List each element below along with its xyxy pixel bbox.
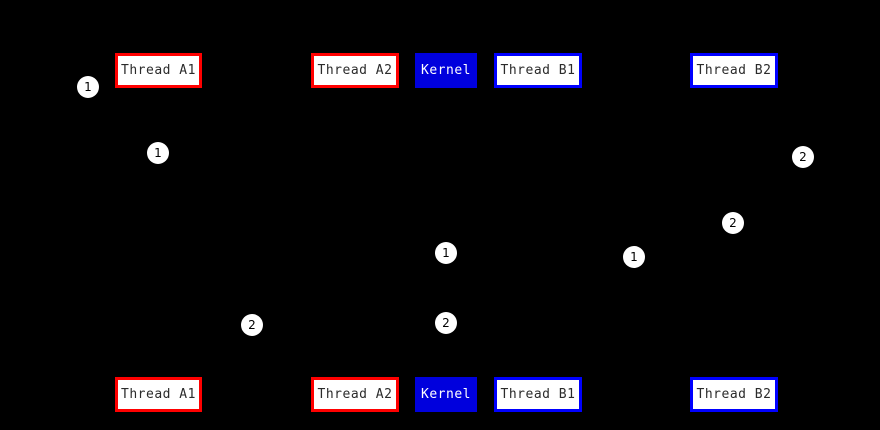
step-marker-number: 1 — [442, 246, 450, 260]
step-marker-number: 1 — [154, 146, 162, 160]
lifeline-thread-a1 — [158, 88, 159, 377]
participant-thread-a1-top[interactable]: Thread A1 — [115, 53, 202, 88]
participant-label: Kernel — [421, 387, 471, 402]
participant-label: Thread A2 — [317, 63, 393, 78]
participant-label: Thread B1 — [500, 387, 576, 402]
participant-kernel-top[interactable]: Kernel — [415, 53, 477, 88]
participant-thread-b1-top[interactable]: Thread B1 — [494, 53, 582, 88]
step-marker-number: 2 — [248, 318, 256, 332]
participant-label: Thread B2 — [696, 387, 772, 402]
participant-thread-a2-bottom[interactable]: Thread A2 — [311, 377, 399, 412]
lifeline-thread-a2 — [355, 88, 356, 377]
message-arrow-4 — [538, 223, 734, 224]
message-arrow-3 — [734, 157, 803, 158]
step-marker-number: 2 — [442, 316, 450, 330]
participant-label: Thread A1 — [121, 387, 196, 402]
participant-thread-a1-bottom[interactable]: Thread A1 — [115, 377, 202, 412]
participant-thread-b1-bottom[interactable]: Thread B1 — [494, 377, 582, 412]
participant-label: Thread B1 — [500, 63, 576, 78]
step-marker-number: 2 — [799, 150, 807, 164]
step-marker-2: 2 — [435, 312, 457, 334]
participant-kernel-bottom[interactable]: Kernel — [415, 377, 477, 412]
message-arrow-8 — [355, 323, 446, 324]
step-marker-1: 1 — [435, 242, 457, 264]
participant-thread-b2-top[interactable]: Thread B2 — [690, 53, 778, 88]
step-marker-2: 2 — [722, 212, 744, 234]
step-marker-1: 1 — [77, 76, 99, 98]
participant-thread-b2-bottom[interactable]: Thread B2 — [690, 377, 778, 412]
step-marker-2: 2 — [241, 314, 263, 336]
participant-thread-a2-top[interactable]: Thread A2 — [311, 53, 399, 88]
step-marker-2: 2 — [792, 146, 814, 168]
step-marker-1: 1 — [623, 246, 645, 268]
step-marker-number: 1 — [84, 80, 92, 94]
lifeline-thread-b1 — [538, 88, 539, 377]
participant-label: Thread B2 — [696, 63, 772, 78]
step-marker-1: 1 — [147, 142, 169, 164]
message-arrow-5 — [355, 253, 446, 254]
lifeline-kernel — [446, 88, 447, 377]
participant-label: Thread A1 — [121, 63, 196, 78]
participant-label: Kernel — [421, 63, 471, 78]
step-marker-number: 1 — [630, 250, 638, 264]
message-arrow-6 — [538, 257, 634, 258]
message-arrow-2 — [158, 153, 355, 154]
participant-label: Thread A2 — [317, 387, 393, 402]
step-marker-number: 2 — [729, 216, 737, 230]
